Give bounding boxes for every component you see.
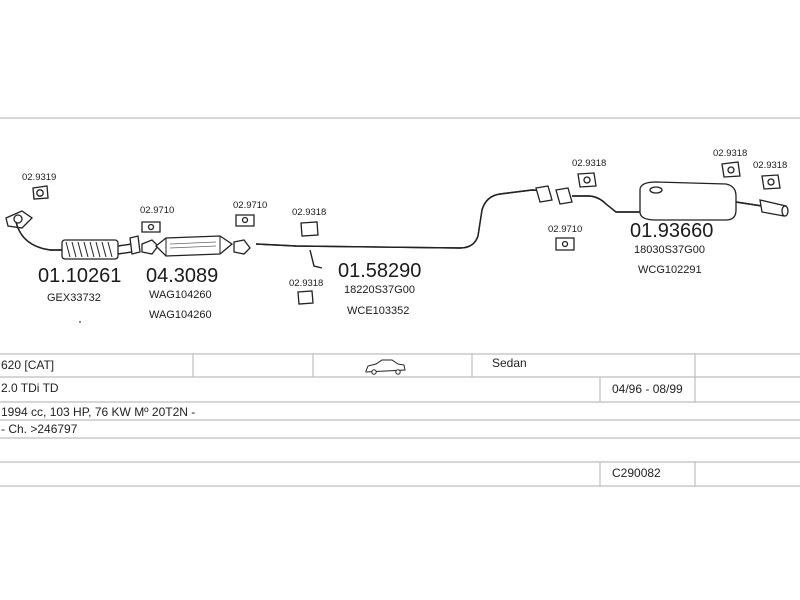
rubber-ring-icon: [761, 174, 781, 190]
vehicle-spec: 1994 cc, 103 HP, 76 KW Mº 20T2N -: [1, 405, 195, 419]
bracket-icon: [555, 237, 575, 251]
rubber-ring-icon: [577, 172, 597, 188]
middle-pipe-group: 02.9318 02.9318 01.58290 18220S37G00 WCE…: [255, 185, 553, 317]
downpipe-oem-code: GEX33732: [47, 292, 101, 304]
rear-muffler-part-number: 01.93660: [630, 220, 713, 242]
catalyst-group: 02.9710 02.9710 04.3089 WAG104260 WAG104…: [140, 200, 267, 321]
catalytic-converter-icon: [155, 235, 234, 257]
vehicle-code: C290082: [612, 466, 661, 480]
middle-clamp-top-label: 02.9318: [292, 207, 326, 218]
middle-pipe-oem-code-1: 18220S37G00: [344, 284, 415, 296]
vehicle-info-table: 620 [CAT] Sedan 2.0 TDi TD 04/96 - 08/99…: [0, 353, 800, 487]
gasket-icon: [32, 185, 49, 200]
rear-muffler-group: 02.9318 02.9318 02.9318 02.9710: [548, 148, 789, 276]
middle-pipe-part-number: 01.58290: [338, 260, 421, 282]
rear-ring-left-label: 02.9318: [572, 158, 606, 169]
clamp-icon: [297, 290, 314, 305]
vehicle-body-type: Sedan: [492, 356, 527, 370]
downpipe-part-number: 01.10261: [38, 265, 121, 287]
vehicle-engine: 2.0 TDi TD: [1, 381, 59, 395]
muffler-icon: [639, 181, 737, 221]
clamp-icon: [300, 221, 319, 237]
middle-clamp-bottom-label: 02.9318: [289, 278, 323, 289]
bracket-icon: [235, 214, 255, 227]
flange-icon: [5, 210, 34, 229]
vehicle-chassis: - Ch. >246797: [1, 422, 78, 436]
rear-bracket-bottom-label: 02.9710: [548, 224, 582, 235]
vehicle-period: 04/96 - 08/99: [612, 382, 683, 396]
bracket-icon: [141, 221, 161, 233]
catalyst-bracket-right-label: 02.9710: [233, 200, 267, 211]
sedan-car-icon: [365, 359, 406, 375]
catalyst-oem-code-1: WAG104260: [149, 289, 212, 301]
catalyst-bracket-left-label: 02.9710: [140, 205, 174, 216]
gasket-label: 02.9319: [22, 172, 56, 183]
flex-pipe-icon: [61, 239, 119, 260]
rubber-ring-icon: [721, 161, 741, 178]
catalyst-oem-code-2: WAG104260: [149, 309, 212, 321]
middle-pipe-oem-code-2: WCE103352: [347, 305, 409, 317]
vehicle-model: 620 [CAT]: [1, 358, 54, 372]
rear-ring-right-2-label: 02.9318: [753, 160, 787, 171]
catalyst-part-number: 04.3089: [146, 265, 218, 287]
rear-muffler-oem-code-2: WCG102291: [638, 264, 702, 276]
rear-muffler-oem-code-1: 18030S37G00: [634, 244, 705, 256]
downpipe-group: 02.9319 01.10261 GEX33732: [5, 172, 141, 323]
rear-ring-right-1-label: 02.9318: [713, 148, 747, 159]
